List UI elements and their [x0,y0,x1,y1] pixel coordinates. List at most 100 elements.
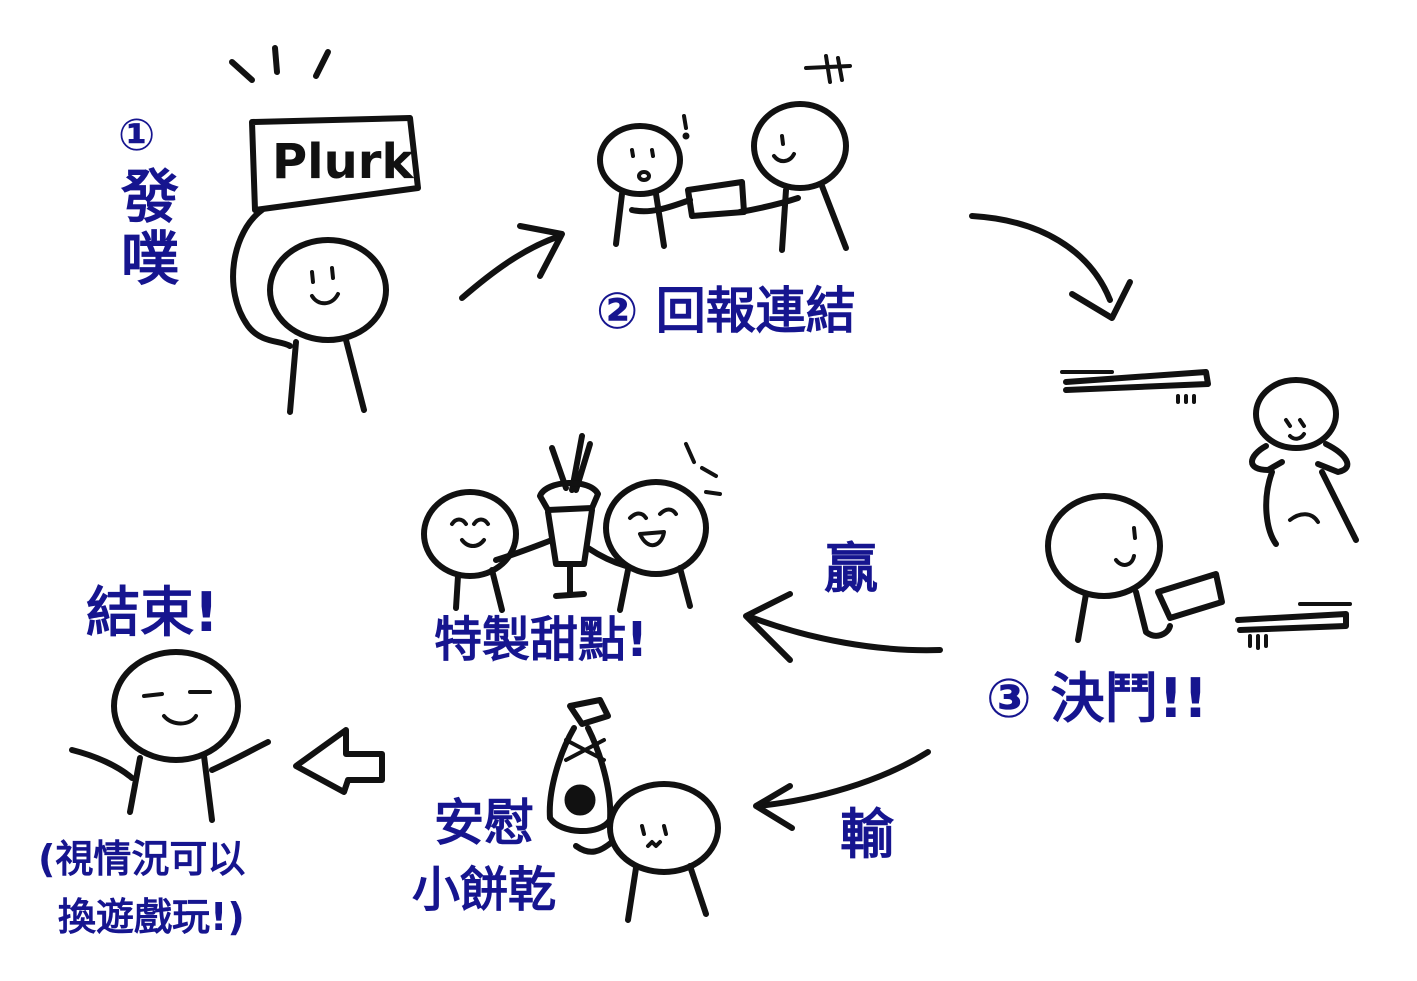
body-line [453,573,461,611]
eye [780,134,785,146]
step1-label: 發噗 [111,166,179,290]
smile [1114,554,1136,567]
body-line [625,865,639,923]
duel-figures [1045,369,1359,650]
lose-reward-line2: 小餅乾 [412,862,557,918]
smile [310,292,340,306]
body-line [613,191,625,247]
report-link-figures [597,54,852,253]
body-line [687,863,709,917]
eye [330,266,335,280]
head [267,237,389,343]
head [751,101,849,191]
body-line [677,565,693,609]
smile [772,152,796,163]
eyes [1284,418,1306,428]
leg [1263,469,1279,547]
head [111,649,241,763]
arrow-to-report-icon [459,223,565,301]
arm [209,739,271,773]
body-line [1075,591,1089,643]
closed-eyes [142,690,212,698]
end-figure [69,649,271,823]
cookie-figure [546,697,721,923]
end-note-line1: (視情況可以 [38,837,246,881]
arrow-to-end-icon [293,727,385,795]
cream-icon [537,479,601,513]
bag-tie-icon [567,697,611,727]
arm [1249,443,1285,473]
arm [573,839,615,855]
card-icon [1155,571,1225,621]
plurk-sign [249,115,421,213]
closed-eyes [628,507,678,520]
plurk-sign-text: Plurk [272,134,414,190]
bag-ribbon [564,738,606,762]
paper-icon [685,179,747,219]
leg [1319,469,1359,543]
lose-reward-line1: 安慰 [434,794,534,852]
step2-label: ② 回報連結 [596,282,856,340]
end-label: 結束! [86,581,219,644]
cookie-icon [564,784,596,816]
arm [1315,441,1351,475]
head [1045,493,1163,599]
excitement-mark-icon [313,49,331,79]
body-line [653,191,667,249]
lose-label: 輸 [840,803,894,866]
body-line [201,753,215,823]
plurk-sign-figure [229,45,421,415]
body-line [127,755,143,815]
arm [585,545,629,569]
sign-arm [230,207,293,349]
eyes [630,148,655,158]
end-note-line2: 換遊戲玩!) [58,895,245,939]
exclaim-icon [682,114,688,130]
dust-icon [1176,394,1196,404]
head [597,123,683,197]
arm [1133,589,1173,639]
eyes [640,824,668,836]
crotch [1288,512,1320,524]
open-mouth [637,170,651,182]
card-edge [1063,369,1211,393]
shine-icon [684,442,722,496]
arm [629,197,693,215]
eye [1132,526,1137,540]
arrow-lose-icon [753,749,931,831]
step3-label: ③ 決鬥!! [986,667,1208,730]
closed-eyes [450,517,490,526]
step1-number: ① [118,110,156,161]
glass-icon [545,507,595,567]
dessert-figures [421,433,722,613]
smile [460,538,486,548]
head [603,479,709,577]
sparkle-icon [804,54,852,84]
body-line [287,339,299,415]
mouth [646,840,662,848]
win-reward-label: 特製甜點! [434,612,648,668]
arm [737,195,801,215]
body-line [489,567,505,613]
arrow-win-icon [743,591,943,663]
win-label: 贏 [824,537,878,600]
mouth [1288,432,1306,441]
smile [162,714,198,726]
arrow-to-duel-icon [969,213,1133,321]
arm [493,537,555,563]
body-line [819,183,849,251]
excitement-mark-icon [272,45,280,75]
head [1253,377,1339,451]
dust-icon [1248,634,1268,650]
body-line [617,567,631,613]
open-smile [638,530,666,547]
card-edge [1235,611,1349,633]
eye [310,270,315,284]
arm [69,747,135,781]
head [607,781,721,875]
cookie-bag-icon [546,725,614,835]
excitement-mark-icon [229,59,255,83]
glass-stem [553,563,587,599]
